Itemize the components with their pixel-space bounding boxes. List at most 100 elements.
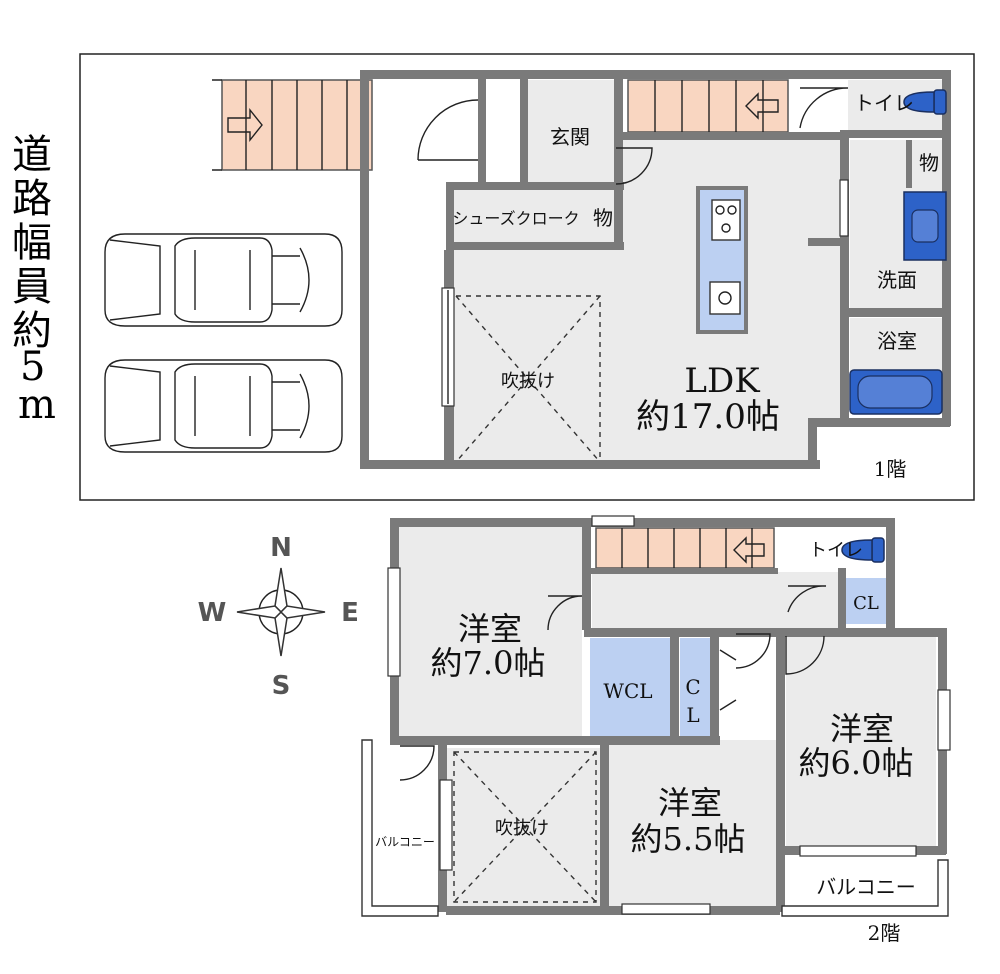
wall [776,630,785,850]
compass-west: W [198,598,227,628]
wcl-label: WCL [603,679,652,703]
void-dashes [455,295,601,463]
shoe-closet-floor [446,190,588,242]
toilet-icon [841,537,885,563]
sink-icon [709,281,741,315]
storage-floor [588,190,614,242]
balcony-east [781,859,949,917]
toilet-icon [903,89,947,115]
void-label: 吹抜け [501,371,555,392]
wall [670,634,679,738]
parking-car-2 [104,359,343,453]
bathtub-icon [849,369,943,415]
balcony-west [361,739,439,917]
wall [390,736,720,745]
road-note-char: 約 [12,308,52,354]
ldk-door [615,147,653,185]
void-dashes-2f [453,751,597,903]
wall [710,634,719,744]
toilet-door-2f [787,585,827,613]
window [937,689,951,751]
compass-south: S [272,671,291,701]
road-note-char: 幅 [12,220,52,266]
storage-label: 物 [593,206,613,230]
compass-east: E [341,598,359,628]
wall [614,70,623,245]
wall [906,140,912,188]
toilet-door [799,87,849,129]
wall [360,70,950,79]
wall [446,182,454,252]
room-e-floor [786,636,936,846]
wall [584,628,946,637]
road-note-char: 5 [20,344,45,390]
entrance-door [417,99,479,161]
wall [478,70,486,190]
road-note-char: 員 [12,264,52,310]
room-nw-label: 洋室 [458,610,522,648]
closet-floor [680,638,710,736]
entrance-label: 玄関 [550,125,590,149]
floor-2-label: 2階 [868,921,901,945]
compass-rose: N S W E [198,533,359,701]
parking-car-1 [104,233,343,327]
toilet-label: トイレ [854,91,914,115]
shoe-closet-label: シューズクローク [452,209,579,228]
room-s-door [735,633,771,669]
road-note-char: 道 [12,132,52,178]
compass-north: N [270,533,292,563]
toilet-label-2f: トイレ [809,540,863,561]
closet-label: L [686,703,699,727]
entrance-floor [526,80,614,184]
window [591,515,635,527]
wall [582,526,591,630]
balcony-east-label: バルコニー [816,875,916,899]
interior-stairs [627,79,789,133]
wall [808,418,950,427]
window [621,903,711,915]
window [387,567,401,677]
bathroom-label: 浴室 [877,329,917,353]
wall [808,238,842,246]
room-nw-size: 約7.0帖 [431,644,546,682]
washroom-door [839,179,849,237]
window [799,845,917,857]
closet-door [719,649,737,711]
hallway-floor [592,572,838,628]
balcony-west-label: バルコニー [375,835,435,849]
small-closet-label: CL [853,593,879,614]
road-note-char: m [18,382,56,428]
wall [615,132,847,140]
wall [600,742,609,912]
room-s-label: 洋室 [658,784,722,822]
window [439,779,453,871]
stairs-2f [595,527,775,569]
stove-icon [711,199,741,241]
balcony-door [399,745,435,781]
road-width-note: 道 路 幅 員 約 5 m [12,132,56,428]
room-e-size: 約6.0帖 [799,744,914,782]
wall [808,418,817,468]
wall [838,568,846,630]
lot-boundary [79,53,975,501]
wall [520,70,528,188]
road-note-char: 路 [12,176,52,222]
wall [446,906,780,915]
washroom-label: 洗面 [877,268,917,292]
wcl-floor [590,638,670,736]
room-nw-door [547,595,583,631]
wall [360,460,820,469]
void-label-2f: 吹抜け [495,818,549,839]
wall [360,70,369,465]
washbasin-icon [903,191,947,261]
wall [840,130,950,138]
room-nw-floor [398,526,582,736]
wall [390,518,894,527]
room-s-size: 約5.5帖 [631,820,746,858]
wall [886,518,895,630]
wall [584,568,778,574]
floor-1-plan: 玄関 シューズクローク 物 物 トイレ 洗面 浴室 吹抜け LDK 約17.0帖… [79,53,975,501]
room-e-door [785,635,825,675]
closet-label: C [685,675,700,699]
floor-1-label: 1階 [874,457,907,481]
